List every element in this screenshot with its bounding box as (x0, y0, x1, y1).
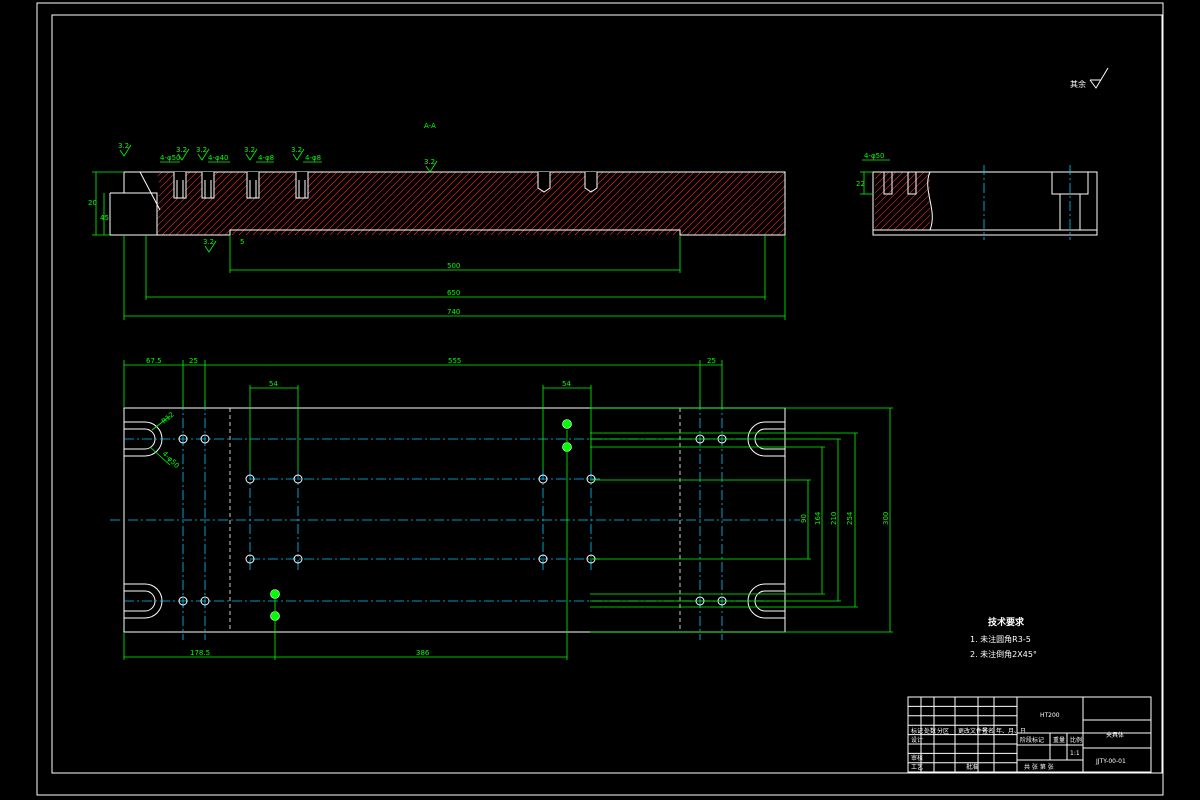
roughness-mark-icon (204, 240, 217, 253)
bolt-hole (178, 434, 188, 444)
bolt-hole (178, 596, 188, 606)
roughness-symbol-label: 其余 (1070, 79, 1086, 89)
section-hatch (157, 172, 785, 235)
counterbore-hole (537, 172, 551, 193)
plan-right-dim-2: 164 (814, 511, 822, 525)
roughness-mark-icon (177, 148, 190, 161)
title-col-label-5: 年、月、日 (996, 727, 1026, 735)
roughness-value-3: 3.2 (196, 146, 207, 154)
roughness-value-7: 3.2 (203, 238, 214, 246)
title-material: HT200 (1040, 712, 1060, 719)
hole-callout-2: 4-φ40 (208, 154, 229, 162)
roughness-value-1: 3.2 (118, 142, 129, 150)
dim-slot-length: 500 (447, 262, 460, 270)
bolt-hole (538, 554, 548, 564)
title-scale: 1:1 (1070, 750, 1080, 757)
bolt-hole (200, 596, 210, 606)
bolt-hole (200, 434, 210, 444)
roughness-value-4: 3.2 (244, 146, 255, 154)
dim-overall-length: 740 (447, 308, 460, 316)
plan-dim-hole-span: 555 (448, 357, 461, 365)
title-col-label-2: 分区 (937, 727, 949, 735)
counterbore-holes (173, 172, 598, 199)
plan-bottom-dim-2: 386 (416, 649, 430, 657)
dim-step-height: 45 (100, 214, 109, 222)
bolt-hole (586, 474, 596, 484)
title-scale-label: 比例 (1070, 736, 1082, 744)
title-col-label-4: 签名 (982, 727, 994, 735)
roughness-value-6: 3.2 (424, 158, 435, 166)
roughness-mark-icon (425, 160, 438, 173)
title-row-label-1: 标记 (911, 727, 923, 735)
counterbore-hole (295, 172, 309, 199)
bolt-hole (538, 474, 548, 484)
inner-border (51, 14, 1163, 774)
plan-dim-pitch-right: 25 (707, 357, 716, 365)
plan-right-dim-5: 300 (882, 512, 890, 525)
hole-callout-1: 4-φ50 (160, 154, 181, 162)
title-part-name: 夹具体 (1106, 731, 1124, 739)
hole-callout-3: 4-φ8 (258, 154, 274, 162)
side-section-hatch (875, 172, 930, 230)
counterbore-hole (246, 172, 260, 199)
side-hole-callout: 4-φ50 (864, 152, 885, 160)
slot-callout-holes: 4-φ50 (161, 450, 181, 470)
plan-dim-pitch-left: 25 (189, 357, 198, 365)
plan-dim-left-offset: 67.5 (146, 357, 162, 365)
dim-inner-length: 650 (447, 289, 460, 297)
title-row-label-2: 设计 (911, 736, 923, 744)
side-view: 22 4-φ50 (856, 152, 1098, 240)
side-dim-height: 22 (856, 180, 865, 188)
roughness-mark-icon (245, 148, 258, 161)
bolt-hole (245, 474, 255, 484)
plan-right-dim-1: 90 (800, 514, 808, 523)
title-sheet-text: 共 张 第 张 (1024, 763, 1054, 771)
plan-view: 67.5 25 555 25 54 54 90 164 210 254 300 … (110, 357, 893, 660)
tech-req-item-2: 2. 未注倒角2X45° (970, 649, 1037, 659)
counterbore-hole (173, 172, 187, 199)
title-approve-label: 批准 (966, 763, 978, 771)
outer-border (36, 2, 1164, 796)
section-mark-label: A-A (424, 122, 436, 130)
title-col-label-1: 处数 (924, 727, 936, 735)
dim-slot-depth: 5 (240, 238, 244, 246)
tech-req-item-1: 1. 未注圆角R3-5 (970, 634, 1031, 644)
roughness-value-5: 3.2 (291, 146, 302, 154)
title-row-label-4: 工艺 (911, 763, 923, 771)
title-drawing-number: JJTY-00-01 (1095, 758, 1126, 765)
slot-callout-radius: R12 (160, 411, 176, 426)
roughness-mark-icon (292, 148, 305, 161)
technical-requirements: 技术要求 1. 未注圆角R3-5 2. 未注倒角2X45° (970, 616, 1037, 659)
plan-dim-slot-width-right: 54 (562, 380, 571, 388)
front-section-view: A-A 740 650 500 20 45 5 4-φ50 4-φ40 (88, 122, 786, 320)
bolt-hole (293, 554, 303, 564)
hole-callout-4: 4-φ8 (305, 154, 321, 162)
roughness-mark-icon (119, 144, 132, 157)
title-col-label-3: 更改文件号 (958, 727, 988, 735)
plan-dim-slot-width-left: 54 (269, 380, 278, 388)
title-weight-label: 重量 (1053, 736, 1065, 744)
roughness-mark-icon (197, 148, 210, 161)
counterbore-hole (584, 172, 598, 193)
dowel-hole (562, 419, 572, 429)
dim-height: 20 (88, 199, 97, 207)
title-stage-label: 阶段标记 (1020, 736, 1044, 744)
plan-right-dim-3: 210 (830, 512, 838, 525)
counterbore-hole (201, 172, 215, 199)
bolt-hole (245, 554, 255, 564)
tech-req-title: 技术要求 (988, 616, 1025, 628)
plan-bottom-dim-1: 178.5 (190, 649, 210, 657)
roughness-symbol: 其余 (1070, 67, 1109, 89)
plan-right-dim-4: 254 (846, 511, 854, 525)
bolt-hole (293, 474, 303, 484)
title-row-label-3: 审核 (911, 754, 923, 762)
roughness-value-2: 3.2 (176, 146, 187, 154)
title-block: HT200 夹具体 JJTY-00-01 标记 设计 审核 工艺 处数 分区 更… (907, 696, 1152, 773)
